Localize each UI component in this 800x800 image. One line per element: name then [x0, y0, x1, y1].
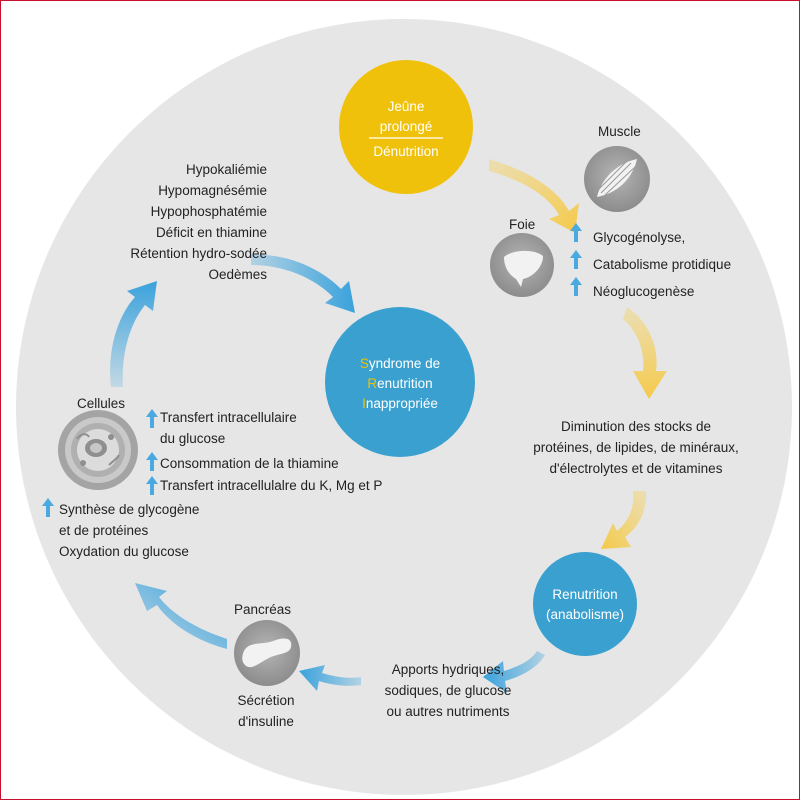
apports-line: Apports hydriques, [391, 662, 505, 677]
renutrition-line-1: Renutrition [552, 587, 618, 602]
symptoms-list: Hypokaliémie Hypomagnésémie Hypophosphat… [101, 159, 267, 285]
muscle-icon [584, 146, 650, 212]
stocks-line: Diminution des stocks de [560, 419, 712, 434]
fasting-circle [339, 60, 473, 194]
up-arrow-icon [146, 452, 158, 471]
syndrome-line-1: Syndrome de [359, 356, 441, 371]
up-arrow-icon [146, 409, 158, 428]
symptom-item: Hypophosphatémie [150, 204, 267, 219]
cell-icon [58, 410, 138, 490]
arrow-stocks-to-renutrition [601, 491, 647, 549]
liver-effect-1: Glycogénolyse, [593, 230, 686, 245]
arrow-symptoms-to-syndrome [251, 254, 355, 313]
increase-arrows [42, 223, 582, 517]
muscle-label: Muscle [598, 124, 641, 139]
pancreas-label: Pancréas [234, 602, 292, 617]
fasting-line-1: Jeûne [387, 99, 425, 114]
pancreas-effect-line-1: Sécrétion [237, 693, 295, 708]
cells-effect-oxidation: Oxydation du glucose [59, 544, 189, 559]
up-arrow-icon [42, 498, 54, 517]
apports-line: ou autres nutriments [386, 704, 510, 719]
refeeding-syndrome-circle [325, 307, 475, 457]
cells-effect-thiamine: Consommation de la thiamine [160, 456, 339, 471]
symptom-item: Hypokaliémie [185, 162, 267, 177]
arrow-cells-to-symptoms [110, 281, 157, 387]
up-arrow-icon [570, 223, 582, 242]
liver-effect-3: Néoglucogenèse [593, 284, 695, 299]
up-arrow-icon [570, 277, 582, 296]
renutrition-text: Renutrition (anabolisme) [525, 585, 645, 625]
fasting-circle-text: Jeûne prolongé Dénutrition [346, 97, 466, 162]
cells-effect-transfer-glucose: Transfert intracellulaire du glucose [160, 410, 297, 446]
apports-text: Apports hydriques, sodiques, de glucose … [353, 659, 543, 722]
up-arrow-icon [570, 250, 582, 269]
cells-label: Cellules [77, 396, 126, 411]
apports-line: sodiques, de glucose [384, 683, 512, 698]
pancreas-icon [234, 620, 300, 686]
syndrome-line-3: Inappropriée [362, 396, 438, 411]
up-arrow-icon [146, 476, 158, 495]
renutrition-circle [533, 552, 637, 656]
fasting-line-3: Dénutrition [373, 144, 439, 159]
pancreas-effect-line-2: d'insuline [238, 714, 294, 729]
symptom-item: Oedèmes [208, 267, 267, 282]
syndrome-text: Syndrome de Renutrition Inappropriée [330, 354, 470, 414]
arrow-pancreas-to-cells [135, 583, 227, 649]
renutrition-line-2: (anabolisme) [545, 607, 625, 622]
symptom-item: Rétention hydro-sodée [130, 246, 267, 261]
liver-icon [490, 233, 554, 297]
arrow-fasting-to-organs [489, 159, 579, 233]
arrow-organs-to-stocks [623, 307, 667, 399]
arrow-apports-to-pancreas [299, 665, 361, 691]
arrow-renutrition-to-apports [483, 651, 545, 693]
symptom-item: Hypomagnésémie [158, 183, 267, 198]
fasting-line-2: prolongé [379, 119, 433, 134]
liver-label: Foie [509, 217, 536, 232]
cells-effect-transfer-kmgp: Transfert intracellulalre du K, Mg et P [160, 478, 383, 493]
stocks-line: protéines, de lipides, de minéraux, [533, 440, 739, 455]
cells-effect-synthesis: Synthèse de glycogène et de protéines [59, 502, 200, 538]
syndrome-line-2: Renutrition [367, 376, 433, 391]
pancreas-effect: Sécrétion d'insuline [221, 690, 311, 732]
liver-effect-2: Catabolisme protidique [593, 257, 732, 272]
stocks-line: d'électrolytes et de vitamines [549, 461, 723, 476]
symptom-item: Déficit en thiamine [155, 225, 267, 240]
stocks-text: Diminution des stocks de protéines, de l… [501, 416, 771, 479]
